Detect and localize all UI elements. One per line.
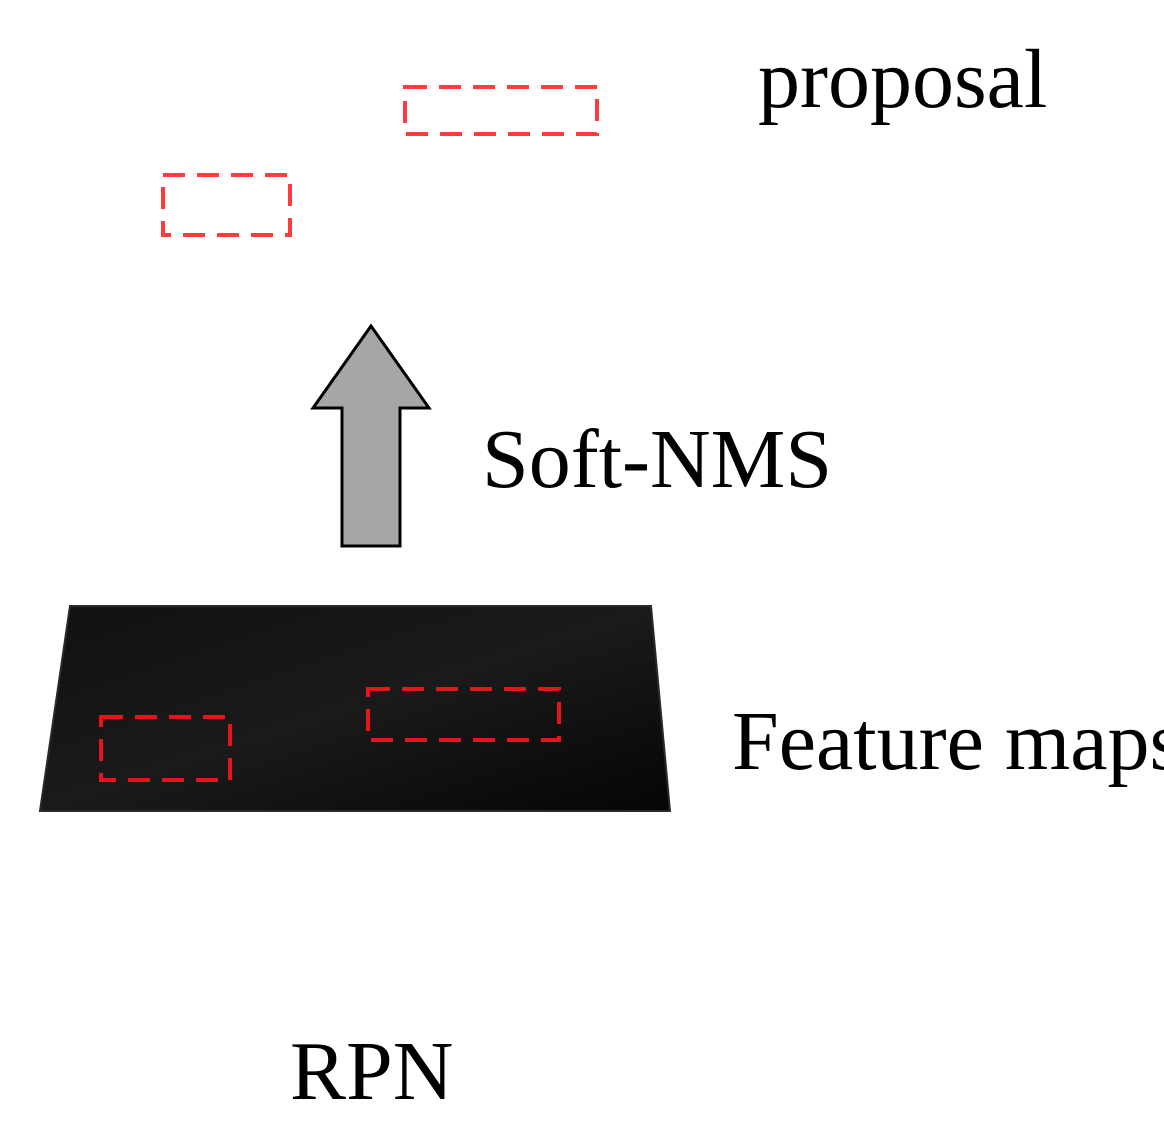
up-arrow-icon [310,323,432,548]
proposal-box-right [403,85,599,136]
feature-map-plane [38,605,672,812]
soft-nms-label: Soft-NMS [482,413,833,506]
feature-box-right [366,687,561,742]
feature-box-left [99,715,232,782]
rpn-label: RPN [290,1025,454,1118]
feature-maps-label: Feature maps [732,695,1164,788]
proposal-label: proposal [758,33,1048,126]
proposal-box-left [161,173,292,237]
